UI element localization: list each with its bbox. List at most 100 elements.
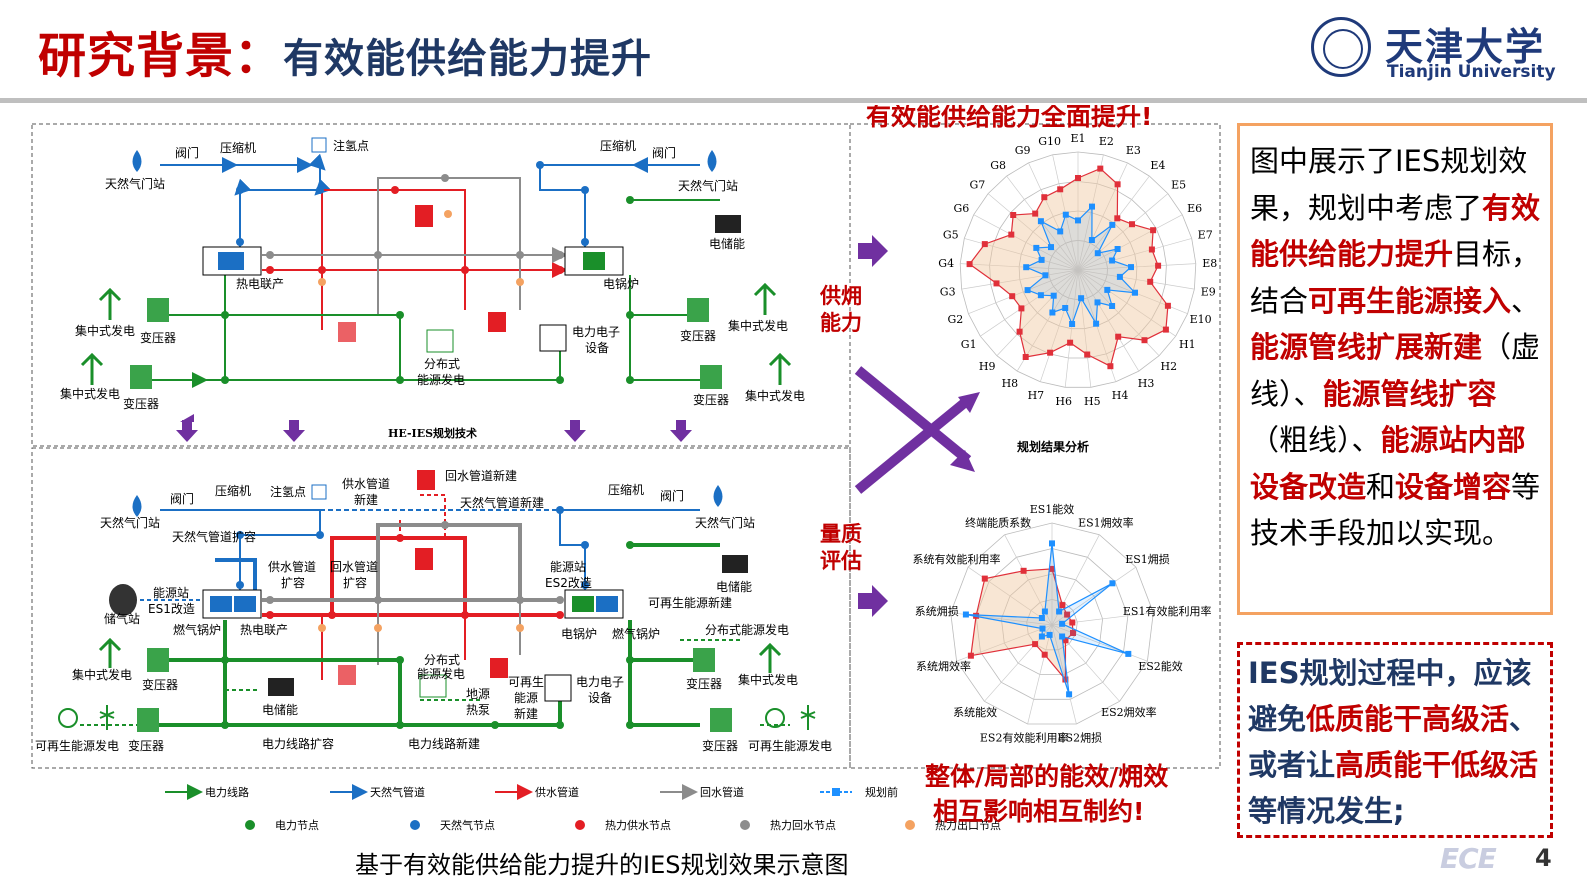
label: 压缩机	[600, 138, 636, 153]
bottom-network	[58, 470, 816, 732]
radar1-axis-label: G1	[961, 338, 977, 351]
label: 电储能	[262, 702, 298, 717]
radar1-after-point	[1016, 328, 1023, 335]
radar1-axis	[960, 263, 1079, 271]
radar1-after-point	[1010, 212, 1017, 218]
radar1-before-point	[1116, 273, 1123, 280]
radar1-axis	[1028, 162, 1079, 271]
label: 电储能	[709, 236, 745, 251]
radar2-after-point	[1059, 602, 1066, 609]
label: 注氢点	[333, 138, 369, 153]
radar1-axis	[1077, 162, 1128, 271]
label: 变压器	[680, 328, 716, 343]
radar2-before-point	[1046, 631, 1053, 638]
info-text-run: 等技术手段加以实现。	[1250, 469, 1541, 551]
label: 可再生能源发电	[35, 738, 119, 753]
radar2-after-point	[1069, 619, 1076, 626]
radar2-before-point	[1059, 620, 1066, 627]
radar2-axis-label: 系统㶲效率	[916, 659, 971, 673]
legend-label: 天然气节点	[440, 818, 495, 832]
label: 集中式发电	[75, 323, 135, 338]
label: 扩容	[281, 575, 305, 590]
label: ES2改造	[545, 576, 592, 590]
radar2-axis-label: ES1有效能利用率	[1123, 604, 1212, 618]
radar1-axis-label: H7	[1028, 389, 1045, 402]
radar1-after-point	[1097, 165, 1104, 172]
radar1-before-point	[1048, 244, 1054, 251]
label: ES1改造	[148, 602, 195, 616]
radar1-after-point	[1018, 305, 1025, 312]
radar1-axis	[980, 269, 1079, 337]
bottom-panel-frame	[31, 447, 851, 769]
label: 可再生能源新建	[648, 595, 732, 610]
label: 变压器	[693, 392, 729, 407]
radar1-axis	[961, 269, 1079, 290]
radar2-grid-ring	[1026, 599, 1078, 651]
info-highlight: 能源管线扩展新建	[1250, 330, 1483, 364]
label: 分布式能源发电	[705, 622, 789, 637]
label: 压缩机	[215, 483, 251, 498]
radar2-axis	[1051, 612, 1154, 626]
radar1-axis-label: G4	[938, 257, 954, 270]
side-label-quality-2: 评估	[820, 549, 862, 573]
radar1-axis-label: E6	[1187, 202, 1202, 215]
info-text: 图中展示了IES规划效果，规划中考虑了有效能供给能力提升目标，结合可再生能源接入…	[1250, 138, 1550, 557]
info-highlight: 能源管线扩容	[1322, 376, 1497, 411]
university-name-en: Tianjin University	[1387, 62, 1556, 82]
label: 供水管道	[268, 559, 316, 574]
info-text-run: 目标，结合	[1250, 237, 1541, 318]
legend-label: 热力供水节点	[605, 818, 671, 832]
radar1-axis-label: E1	[1070, 132, 1085, 145]
divider-label: HE-IES规划技术	[388, 426, 477, 440]
radar1-axis-label: H6	[1055, 395, 1072, 408]
radar1-after-point	[1009, 293, 1016, 300]
label: 回水管道新建	[445, 468, 517, 483]
radar1-before-point	[1089, 203, 1095, 210]
radar1-grid-ring	[1018, 210, 1138, 330]
label: 新建	[514, 706, 538, 721]
radar1-before-point	[1094, 250, 1101, 257]
top-panel-frame	[31, 123, 851, 447]
label: 电力电子	[572, 325, 620, 339]
label: 天然气管道新建	[460, 495, 544, 510]
radar1-after-point	[1141, 337, 1148, 344]
radar1-axis-label: E4	[1150, 159, 1165, 172]
label: 变压器	[686, 676, 722, 691]
label: 集中式发电	[745, 388, 805, 403]
radar1-after-point	[1067, 339, 1074, 346]
info-highlight: 可再生能源接入	[1308, 283, 1512, 318]
radar1-before-point	[1049, 309, 1056, 316]
radar1-before-point	[1104, 286, 1111, 293]
radar1-grid-ring	[1048, 240, 1108, 300]
label: 设备	[588, 691, 612, 705]
radar1-axis-label: E3	[1126, 144, 1141, 157]
radar1-axis	[1039, 269, 1079, 382]
label: 压缩机	[220, 140, 256, 155]
legend: 电力线路 天然气管道 供水管道 回水管道 规划前 电力节点 天然气节点 热力供水…	[165, 784, 1001, 832]
radar1-axis-label: E8	[1202, 257, 1217, 270]
radar1-after-point	[981, 241, 988, 248]
radar1-after-point	[1155, 262, 1162, 269]
warning-text: IES规划过程中，应该避免低质能干高级活、或者让高质能干低级活等情况发生;	[1248, 650, 1552, 834]
top-network	[80, 137, 792, 389]
radar1-before-point	[1024, 287, 1031, 294]
radar1-axis-label: G2	[948, 313, 964, 326]
side-label-quality-1: 量质	[820, 522, 862, 546]
radar1-before-point	[1114, 246, 1121, 252]
radar1-axis	[1077, 238, 1192, 271]
bottom-panel-labels: 天然气门站 天然气门站 阀门 阀门 压缩机 压缩机 注氢点 供水管道 新建 回水…	[35, 468, 832, 753]
radar1-after-point	[1107, 363, 1114, 370]
label: 阀门	[170, 491, 194, 506]
radar1-axis-label: H1	[1179, 338, 1196, 351]
radar2-before-point	[1059, 633, 1066, 640]
radar1-axis-label: E10	[1190, 313, 1212, 326]
radar2-axis-label: 系统能效	[953, 705, 997, 719]
label: 电储能	[716, 579, 752, 594]
radar1-before-point	[1132, 289, 1138, 296]
radar1-axis	[1077, 269, 1140, 372]
label: 变压器	[140, 330, 176, 345]
radar-chart-quality-assessment: ES1能效ES1㶲效率ES1㶲损ES1有效能利用率ES2能效ES2㶲效率ES2㶲…	[913, 502, 1212, 745]
radar1-axis	[968, 269, 1079, 315]
info-text-run: 图中展示了IES规划效果，规划中考虑了	[1250, 144, 1528, 225]
label: 新建	[354, 492, 378, 507]
